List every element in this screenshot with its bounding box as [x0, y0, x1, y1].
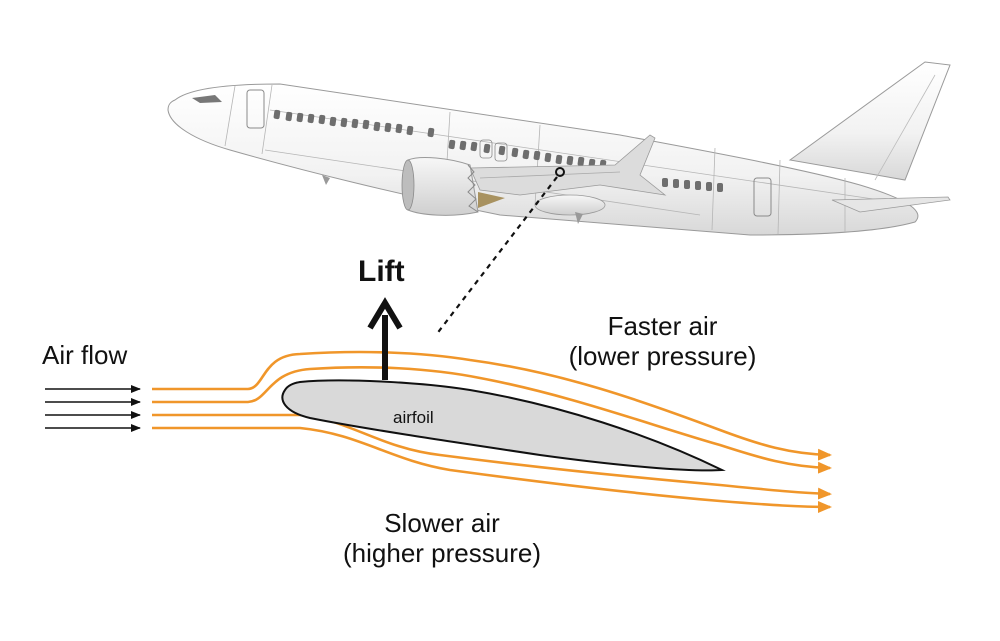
slower-air-line2: (higher pressure)	[343, 537, 541, 568]
wing	[469, 134, 667, 196]
vertical-tail	[788, 61, 951, 181]
streamlines	[152, 350, 832, 513]
lift-label: Lift	[358, 255, 405, 288]
airfoil-label: airfoil	[393, 408, 434, 427]
faster-air-label: Faster air (lower pressure)	[555, 311, 770, 372]
wing-point-marker	[555, 167, 565, 177]
lift-arrow	[367, 297, 403, 380]
slower-air-line1: Slower air	[384, 508, 500, 538]
air-flow-label: Air flow	[42, 340, 128, 370]
airfoil-shape	[281, 379, 726, 472]
airplane	[167, 61, 951, 236]
front-door	[246, 89, 265, 129]
rear-door	[753, 177, 772, 217]
horizontal-stabilizer	[831, 196, 951, 213]
air-flow-arrows	[45, 385, 141, 432]
faster-air-line2: (lower pressure)	[568, 340, 757, 371]
engine	[401, 157, 505, 216]
slower-air-label: Slower air (higher pressure)	[328, 508, 556, 569]
faster-air-line1: Faster air	[607, 311, 718, 341]
leader-line	[435, 176, 558, 336]
cockpit-window	[192, 95, 222, 103]
cabin-windows	[273, 109, 723, 192]
